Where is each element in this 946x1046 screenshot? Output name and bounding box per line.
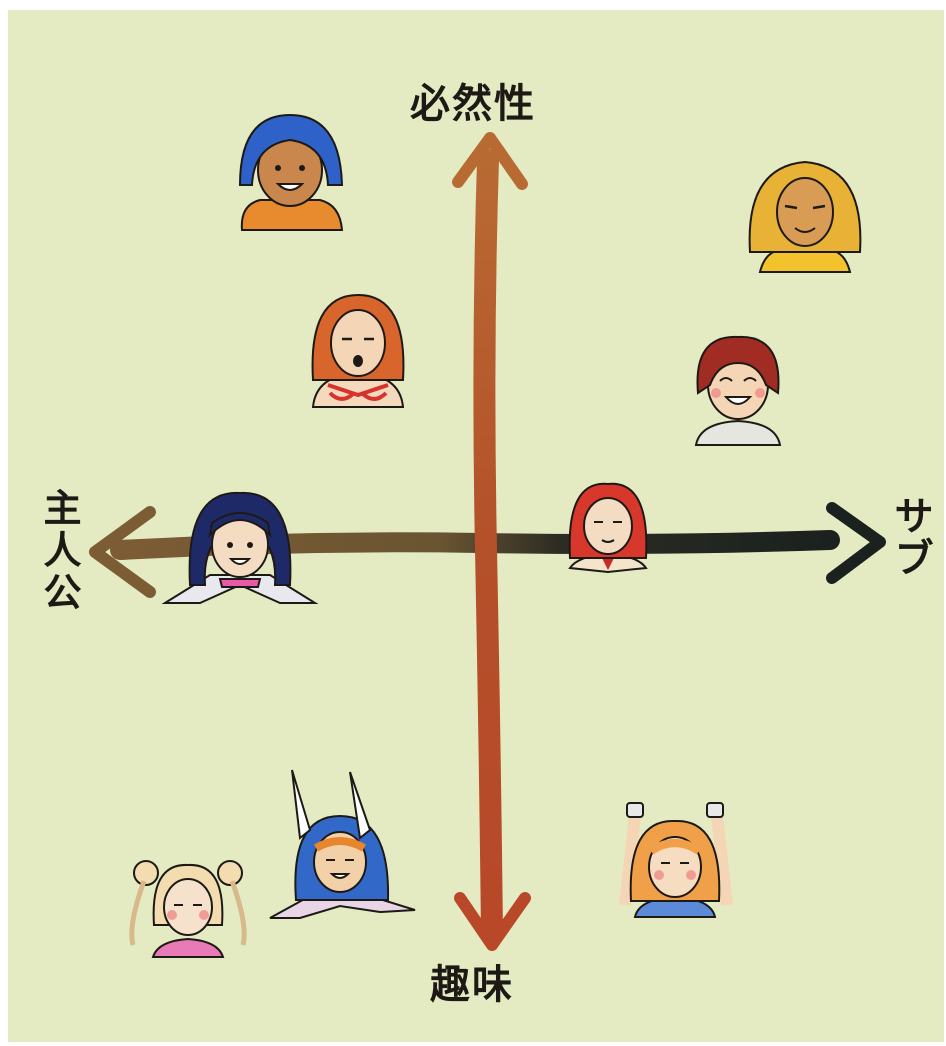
character-arms-up [619, 802, 733, 918]
top-arrowhead [452, 132, 528, 190]
character-bikini [311, 293, 405, 408]
axis-label-top: 必然性 [410, 81, 536, 127]
axis-label-right: サブ [887, 495, 933, 579]
vertical-axis [452, 132, 531, 951]
axis-label-left: 主人公 [37, 488, 81, 614]
character-horned [269, 769, 416, 919]
bottom-arrowhead [454, 892, 531, 951]
axis-label-bottom: 趣味 [430, 962, 514, 1008]
character-twin-tails [129, 860, 247, 958]
character-blonde-top-right [748, 160, 862, 273]
right-arrowhead [826, 502, 886, 584]
character-sub [568, 482, 648, 574]
left-arrowhead [89, 506, 156, 598]
character-blue-hair-top [238, 113, 344, 231]
character-smiling-right [694, 335, 782, 446]
character-protagonist [161, 491, 319, 604]
